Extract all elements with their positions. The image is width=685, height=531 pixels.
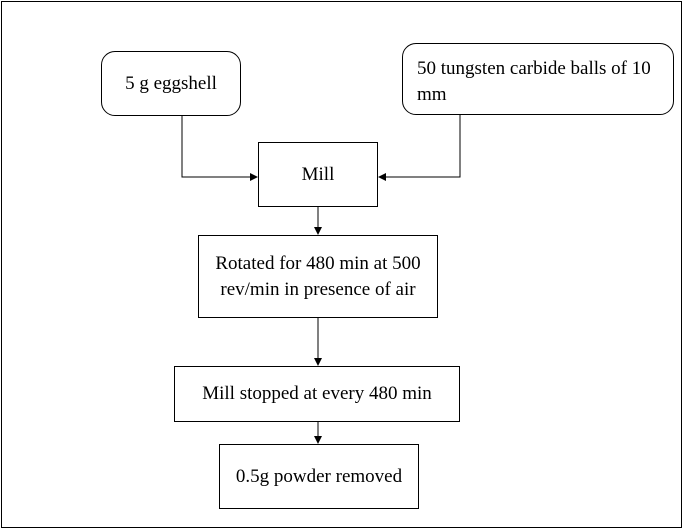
node-eggshell-label: 5 g eggshell xyxy=(125,72,217,94)
node-mill-label: Mill xyxy=(301,163,335,185)
node-eggshell: 5 g eggshell xyxy=(101,51,241,116)
node-tungsten-balls-label: 50 tungsten carbide balls of 10 mm xyxy=(417,58,651,105)
node-rotation-label: Rotated for 480 min at 500 rev/min in pr… xyxy=(215,252,421,300)
node-tungsten-balls: 50 tungsten carbide balls of 10 mm xyxy=(402,43,674,115)
node-powder-removed-label: 0.5g powder removed xyxy=(235,465,403,487)
node-rotation: Rotated for 480 min at 500 rev/min in pr… xyxy=(198,235,438,318)
node-mill-stopped-label: Mill stopped at every 480 min xyxy=(202,383,432,405)
node-mill-stopped: Mill stopped at every 480 min xyxy=(174,366,460,422)
node-mill: Mill xyxy=(258,142,378,207)
node-powder-removed: 0.5g powder removed xyxy=(219,444,419,509)
